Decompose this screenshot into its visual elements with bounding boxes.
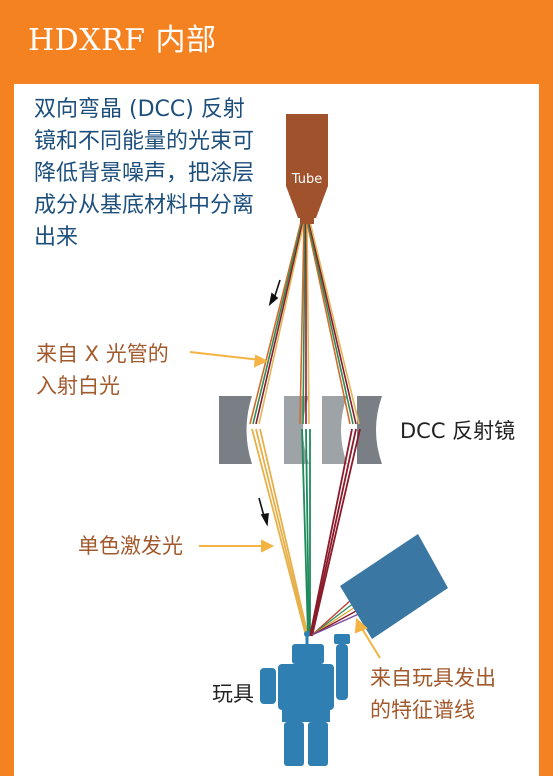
label-emission-line1: 来自玩具发出: [370, 666, 496, 690]
hdxrf-diagram: [189, 114, 448, 766]
label-white-light-line2: 入射白光: [36, 374, 120, 398]
page-title: HDXRF 内部: [0, 0, 553, 82]
description-text: 双向弯晶 (DCC) 反射镜和不同能量的光束可降低背景噪声，把涂层成分从基底材料…: [34, 97, 255, 250]
dcc-mirror-right: [357, 396, 382, 464]
dcc-mirror-left: [219, 396, 252, 464]
diagram-panel: 双向弯晶 (DCC) 反射镜和不同能量的光束可降低背景噪声，把涂层成分从基底材料…: [14, 84, 539, 776]
dcc-mirror-center-right: [322, 396, 347, 464]
incident-white-beams: [249, 221, 360, 425]
direction-arrows: [258, 279, 281, 527]
leader-arrows: [189, 351, 381, 659]
xray-tube: [286, 114, 328, 224]
detector: [340, 534, 448, 639]
label-emission-line2: 的特征谱线: [370, 698, 475, 722]
label-toy: 玩具: [212, 682, 254, 706]
tube-label: Tube: [291, 172, 323, 187]
monochromatic-beams: [251, 428, 361, 637]
label-dcc-mirror: DCC 反射镜: [400, 419, 516, 443]
label-white-light-line1: 来自 X 光管的: [36, 342, 169, 366]
robot-toy: [260, 631, 350, 766]
label-mono-light: 单色激发光: [78, 534, 183, 558]
